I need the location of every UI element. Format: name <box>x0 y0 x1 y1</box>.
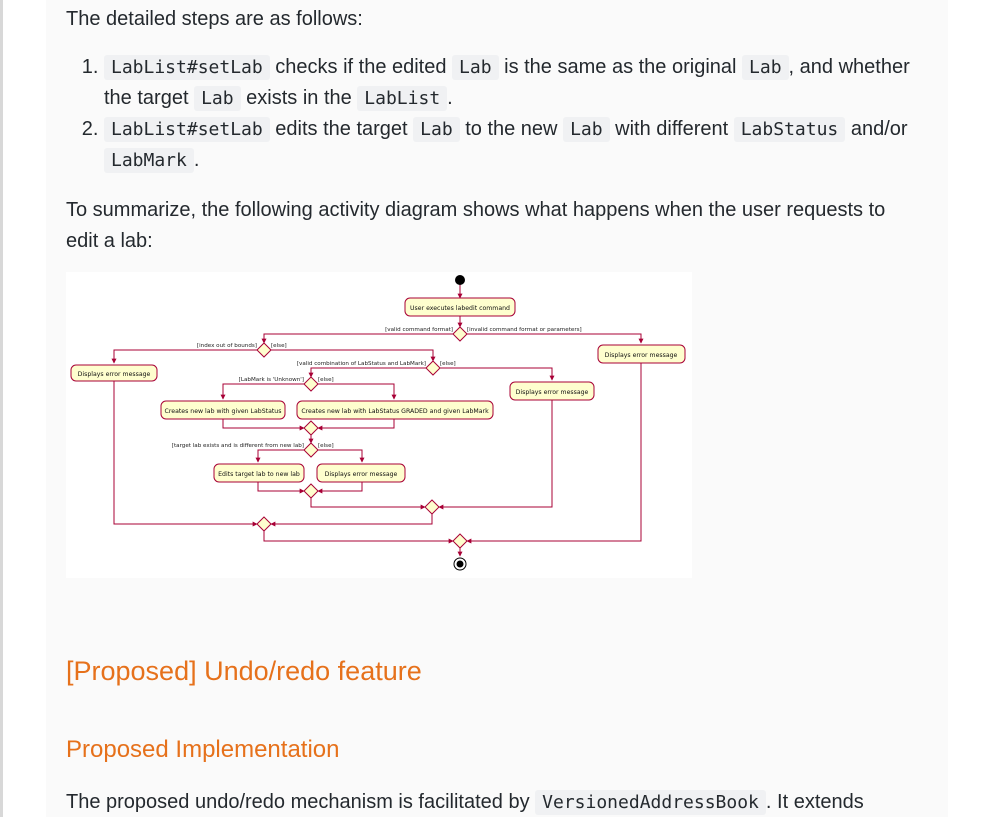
activity-edits-target <box>213 463 305 483</box>
end-node-core <box>456 560 464 568</box>
code-span: Lab <box>742 55 789 80</box>
decision-node <box>303 376 319 392</box>
summary-text: To summarize, the following activity dia… <box>66 199 886 252</box>
merge-node <box>256 516 272 532</box>
decision-node <box>256 342 272 358</box>
step-text: , and whether the target <box>104 56 910 109</box>
activity-diagram-svg: User executes labedit command Displays e… <box>70 275 686 571</box>
left-border <box>0 0 3 817</box>
code-span: LabList#setLab <box>104 117 270 142</box>
activity-label: Creates new lab with given LabStatus <box>165 408 282 415</box>
activity-diagram: User executes labedit command Displays e… <box>66 272 692 578</box>
decision-node <box>303 442 319 458</box>
code-span: Lab <box>194 86 241 111</box>
start-node <box>455 275 465 285</box>
mechanism-before: The proposed undo/redo mechanism is faci… <box>66 791 536 813</box>
guard-label: [index out of bounds] <box>197 343 257 349</box>
activity-label: Edits target lab to new lab <box>218 471 300 478</box>
activity-label: Creates new lab with LabStatus GRADED an… <box>301 408 489 415</box>
code-span: LabList#setLab <box>104 55 270 80</box>
guard-label: [LabMark is 'Unknown'] <box>239 377 304 383</box>
guard-label: [target lab exists and is different from… <box>172 443 304 449</box>
activity-error-exists <box>316 463 406 483</box>
guard-label: [else] <box>271 343 287 349</box>
merge-node <box>452 533 468 549</box>
code-span: VersionedAddressBook <box>535 790 766 815</box>
step-text: . <box>447 87 453 109</box>
guard-label: [invalid command format or parameters] <box>467 327 582 333</box>
subsection-heading: Proposed Implementation <box>66 736 340 763</box>
guard-label: [else] <box>318 377 334 383</box>
guard-label: [valid combination of LabStatus and LabM… <box>297 361 426 367</box>
code-span: LabStatus <box>733 117 846 142</box>
step-text: edits the target <box>269 118 414 140</box>
activity-create-status <box>160 400 286 420</box>
step-item: LabList#setLab edits the target Lab to t… <box>104 114 926 176</box>
step-text: with different <box>609 118 734 140</box>
code-span: LabList <box>357 86 448 111</box>
decision-node <box>425 360 441 376</box>
step-text: . <box>193 149 200 171</box>
guard-label: [valid command format] <box>385 327 453 333</box>
activity-user-executes <box>404 297 516 317</box>
merge-node <box>303 420 319 436</box>
steps-list: LabList#setLab checks if the edited Lab … <box>66 52 926 176</box>
code-span: Lab <box>452 55 499 80</box>
code-span: Lab <box>413 117 460 142</box>
intro-text: The detailed steps are as follows: <box>66 8 363 30</box>
step-item: LabList#setLab checks if the edited Lab … <box>104 52 926 114</box>
decision-node <box>452 326 468 342</box>
activity-create-graded <box>296 400 494 420</box>
step-text: and/or <box>845 118 908 140</box>
section-heading: [Proposed] Undo/redo feature <box>66 656 422 686</box>
guard-label: [else] <box>440 361 456 367</box>
step-text: is the same as the original <box>498 56 743 78</box>
activity-label: User executes labedit command <box>410 305 510 312</box>
code-span: LabMark <box>104 148 194 173</box>
merge-node <box>303 483 319 499</box>
activity-error-format <box>597 344 686 364</box>
merge-node <box>424 499 440 515</box>
activity-label: Displays error message <box>325 471 398 478</box>
guard-label: [else] <box>318 443 334 449</box>
step-text: checks if the edited <box>269 56 453 78</box>
step-text: to the new <box>459 118 564 140</box>
mechanism-after: . It extends <box>765 791 864 813</box>
code-span: Lab <box>563 117 610 142</box>
activity-label: Displays error message <box>516 389 589 396</box>
activity-label: Displays error message <box>78 371 151 378</box>
activity-error-combination <box>509 381 595 401</box>
activity-label: Displays error message <box>605 352 678 359</box>
mechanism-text: The proposed undo/redo mechanism is faci… <box>66 787 926 818</box>
activity-error-index <box>70 364 158 382</box>
step-text: exists in the <box>240 87 358 109</box>
